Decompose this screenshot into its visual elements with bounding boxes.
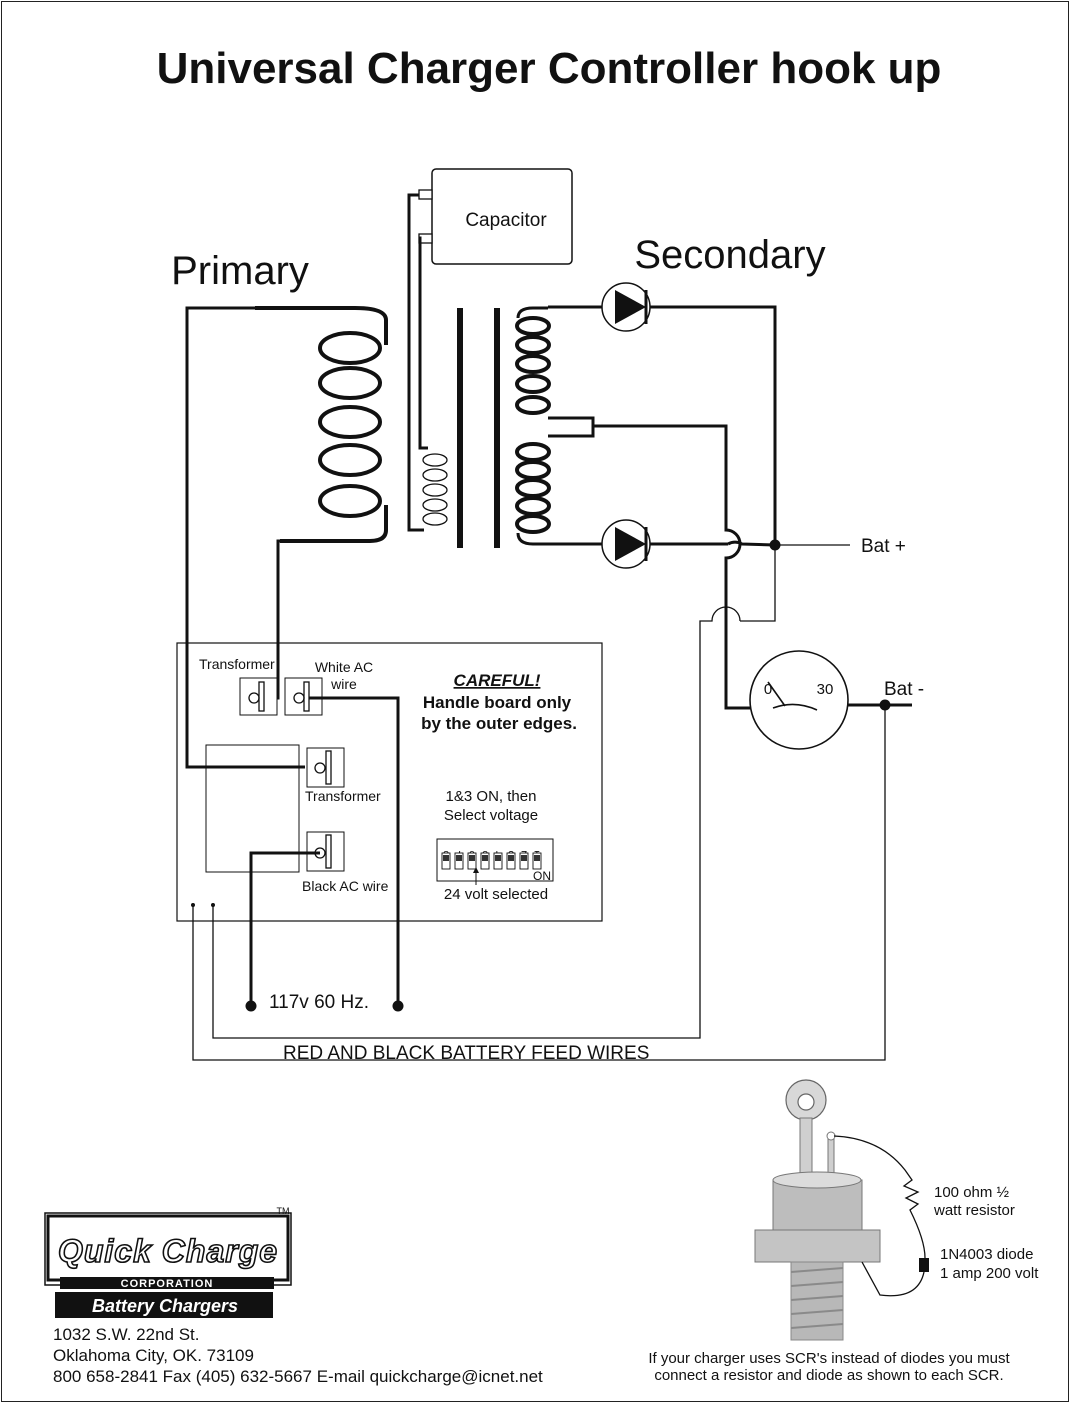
dip-on-label: ON [533, 869, 551, 883]
resistor-label-1: 100 ohm ½ [934, 1184, 1010, 1201]
feed-wire-link [740, 545, 776, 622]
switch-note-line-1: 1&3 ON, then [446, 788, 537, 805]
capacitor-terminal-top [418, 189, 433, 200]
diode-bottom [601, 519, 651, 569]
resistor-symbol [833, 1135, 926, 1259]
ammeter-min-label: 0 [764, 681, 772, 698]
careful-line-1: Handle board only [423, 693, 572, 712]
dip-toggle-knob [482, 855, 488, 861]
ac-terminal-black [245, 1000, 257, 1012]
dip-toggle-knob [495, 855, 501, 861]
terminal-transformer-mid-label: Transformer [305, 788, 381, 804]
address-line-2: Oklahoma City, OK. 73109 [53, 1346, 254, 1365]
secondary-label: Secondary [634, 233, 825, 277]
capacitor-winding [422, 453, 448, 526]
dip-toggle-knob [469, 855, 475, 861]
ammeter: 0 30 [749, 650, 849, 750]
capacitor-box [431, 168, 573, 265]
diode-component [919, 1258, 929, 1272]
bat-minus-label: Bat - [884, 679, 924, 700]
terminal-white-ac-label-1: White AC [315, 659, 373, 675]
switch-note-line-2: Select voltage [444, 807, 538, 824]
careful-line-2: by the outer edges. [421, 714, 577, 733]
scr-illustration [754, 1079, 881, 1341]
feed-wires-label: RED AND BLACK BATTERY FEED WIRES [283, 1043, 649, 1064]
ammeter-max-label: 30 [817, 681, 834, 698]
logo-wordmark: Quick Charge [58, 1233, 278, 1269]
dip-pointer-arrow [473, 867, 479, 873]
address-line-1: 1032 S.W. 22nd St. [53, 1325, 199, 1344]
dip-toggle-knob [521, 855, 527, 861]
dip-toggle-knob [443, 855, 449, 861]
diode-top [601, 282, 651, 332]
logo-trademark: TM [277, 1206, 290, 1216]
ac-terminal-white [392, 1000, 404, 1012]
diode-label-1: 1N4003 diode [940, 1246, 1033, 1263]
white-ac-wire [309, 696, 400, 1006]
terminal-black-ac [306, 831, 345, 872]
ac-input-label: 117v 60 Hz. [269, 992, 369, 1013]
scr-note-line-1: If your charger uses SCR's instead of di… [648, 1350, 1010, 1367]
center-tap-wire [593, 424, 750, 710]
terminal-transformer-top-label: Transformer [199, 656, 275, 672]
dip-switch: 87654321 [436, 838, 554, 882]
primary-wire-bottom [262, 539, 280, 700]
diode-lead [861, 1261, 925, 1297]
page-title: Universal Charger Controller hook up [157, 44, 942, 93]
dip-toggle-knob [534, 855, 540, 861]
red-feed-wire [212, 606, 741, 1039]
company-logo: Quick Charge TM CORPORATION Battery Char… [44, 1206, 292, 1318]
diode-label-2: 1 amp 200 volt [940, 1265, 1039, 1282]
primary-label: Primary [171, 249, 309, 293]
black-feed-wire [192, 705, 886, 1061]
capacitor-wire-outer [407, 193, 424, 532]
logo-tagline: Battery Chargers [92, 1296, 238, 1316]
diode-top-output [650, 305, 777, 545]
black-ac-wire [249, 851, 320, 1006]
board-pin-black [191, 903, 195, 907]
contact-line: 800 658-2841 Fax (405) 632-5667 E-mail q… [53, 1367, 543, 1386]
wire-crossover-1 [727, 540, 776, 547]
capacitor-wire-inner [418, 236, 428, 450]
control-board [176, 642, 603, 922]
dip-toggle-knob [456, 855, 462, 861]
secondary-coil [515, 306, 595, 546]
resistor-label-2: watt resistor [933, 1202, 1015, 1219]
dip-toggle-knob [508, 855, 514, 861]
terminal-transformer-mid [306, 747, 345, 788]
terminal-transformer-top [239, 677, 278, 716]
bat-plus-label: Bat + [861, 536, 906, 557]
scr-note-line-2: connect a resistor and diode as shown to… [654, 1367, 1003, 1384]
primary-coil [255, 306, 388, 543]
terminal-white-ac-label-2: wire [330, 676, 357, 692]
capacitor-label: Capacitor [465, 210, 547, 231]
logo-corporation: CORPORATION [121, 1278, 214, 1290]
terminal-black-ac-label: Black AC wire [302, 878, 389, 894]
careful-heading: CAREFUL! [454, 671, 541, 690]
voltage-selected-label: 24 volt selected [444, 886, 548, 903]
primary-wire-top [185, 306, 305, 769]
board-pin-red [211, 903, 215, 907]
